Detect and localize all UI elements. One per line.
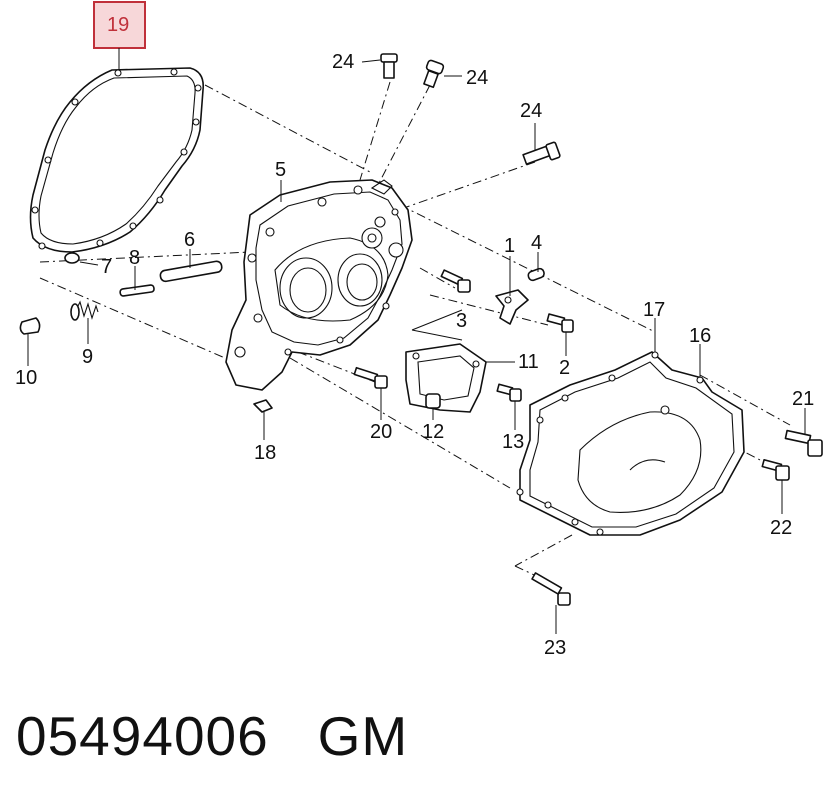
callout-13[interactable]: 13 (502, 431, 524, 453)
callout-18[interactable]: 18 (254, 442, 276, 464)
dowel-7 (64, 252, 80, 264)
callout-5[interactable]: 5 (275, 159, 286, 181)
callout-16[interactable]: 16 (689, 325, 711, 347)
spring-9 (70, 300, 99, 321)
bolt-3 (440, 269, 471, 293)
callout-1[interactable]: 1 (504, 235, 515, 257)
callout-23[interactable]: 23 (544, 637, 566, 659)
side-cover-17 (516, 351, 745, 536)
plug-18 (253, 399, 273, 413)
bolt-20 (353, 366, 388, 389)
callout-17[interactable]: 17 (643, 299, 665, 321)
bolt-23 (531, 572, 571, 606)
callout-12[interactable]: 12 (422, 421, 444, 443)
part-number-caption: 05494006 GM (16, 704, 408, 768)
shaft-8 (119, 284, 155, 297)
brand-label: GM (317, 705, 409, 767)
callout-19[interactable]: 19 (107, 14, 129, 36)
bracket-1 (495, 289, 529, 325)
bolt-13 (496, 383, 522, 402)
bolt-21 (784, 429, 823, 457)
callout-24-a[interactable]: 24 (332, 51, 354, 73)
callout-22[interactable]: 22 (770, 517, 792, 539)
part-number: 05494006 (16, 705, 269, 767)
callout-2[interactable]: 2 (559, 357, 570, 379)
pin-6 (159, 260, 223, 283)
callout-11[interactable]: 11 (518, 351, 539, 373)
crankcase-cover-5 (225, 179, 413, 391)
bolt-22 (761, 458, 790, 481)
callout-21[interactable]: 21 (792, 388, 814, 410)
gasket-19 (29, 67, 205, 253)
bracket-11 (405, 343, 487, 413)
callout-7[interactable]: 7 (101, 256, 112, 278)
bolt-24-a (380, 53, 398, 79)
clip-12 (425, 393, 441, 409)
cap-10 (19, 317, 41, 335)
callout-4[interactable]: 4 (531, 232, 542, 254)
callout-8[interactable]: 8 (129, 247, 140, 269)
callout-24-c[interactable]: 24 (520, 100, 542, 122)
callout-6[interactable]: 6 (184, 229, 195, 251)
bolt-24-b (423, 59, 445, 89)
callout-24-b[interactable]: 24 (466, 67, 488, 89)
callout-9[interactable]: 9 (82, 346, 93, 368)
bolt-2 (546, 313, 574, 333)
callout-3[interactable]: 3 (456, 310, 467, 332)
dowel-4 (527, 267, 545, 282)
callout-10[interactable]: 10 (15, 367, 37, 389)
bolt-24-c (522, 141, 561, 165)
callout-20[interactable]: 20 (370, 421, 392, 443)
